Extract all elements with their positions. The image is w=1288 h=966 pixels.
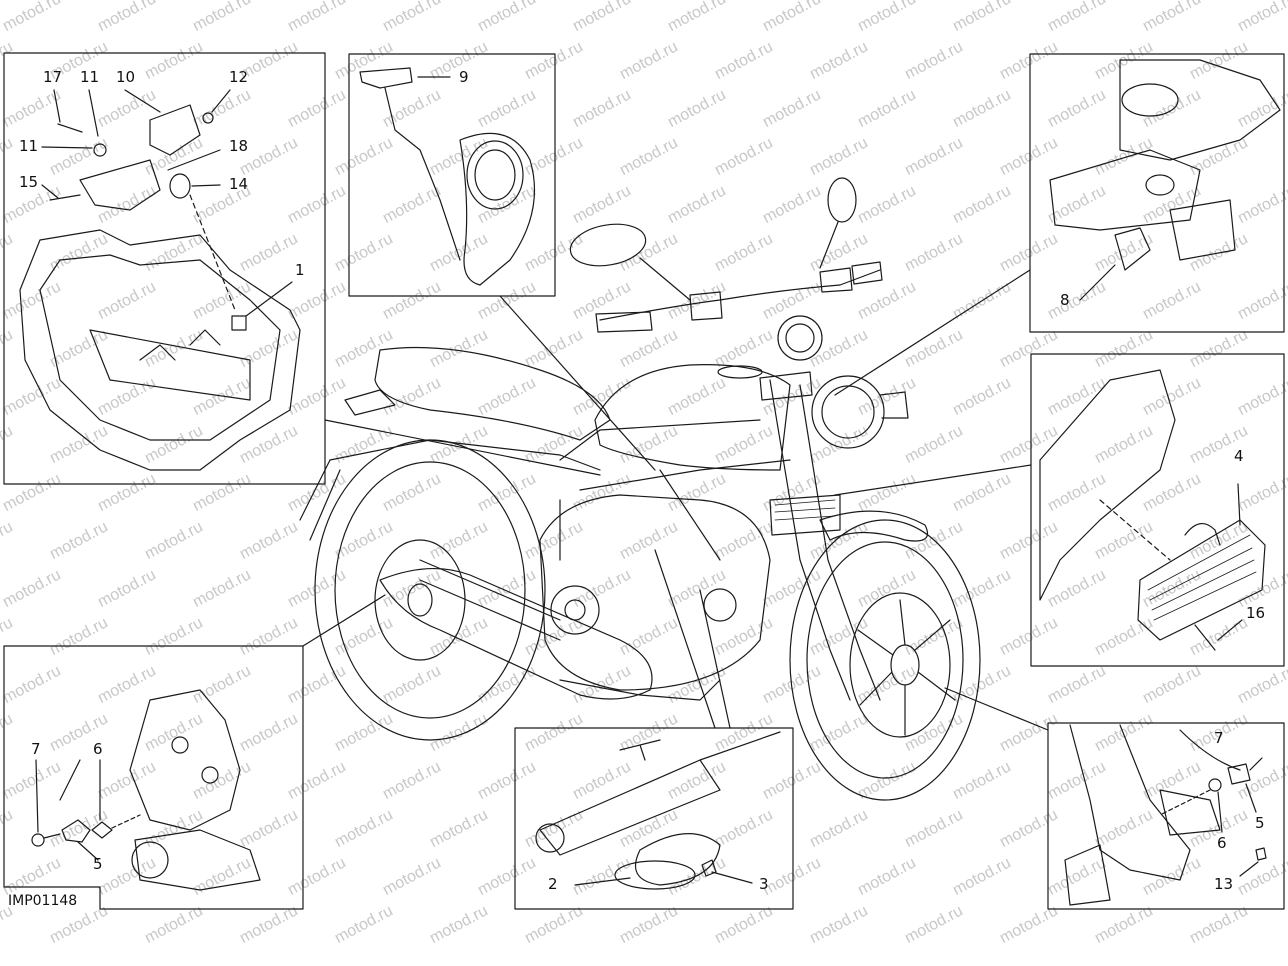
panel-2-frame <box>348 53 556 297</box>
panel-4-frame <box>1030 353 1285 667</box>
horn-2 <box>635 833 721 886</box>
fork-clamp <box>759 371 813 401</box>
engine <box>539 494 771 691</box>
frame <box>559 419 791 561</box>
mount-bracket <box>79 159 161 211</box>
callout-7: 7 <box>31 740 41 758</box>
screw-7 <box>31 833 45 847</box>
callout-14: 14 <box>229 175 249 193</box>
callout-11: 11 <box>80 68 100 86</box>
throttle-body <box>459 132 536 286</box>
triple-clamp <box>1049 149 1201 231</box>
bracket-8 <box>1114 227 1151 271</box>
panel-battery-tray <box>3 52 601 485</box>
fuel-tank <box>594 364 791 471</box>
leader-line-panel-5 <box>302 594 386 647</box>
callout-5: 5 <box>93 855 103 873</box>
panel-6-frame <box>514 727 794 910</box>
abs-sensor-5 <box>61 819 91 843</box>
battery-tray <box>19 229 301 471</box>
callout-12: 12 <box>229 68 249 86</box>
leader-line-panel-4 <box>834 464 1032 496</box>
callout-7: 7 <box>1214 729 1224 747</box>
callout-6: 6 <box>1217 834 1227 852</box>
instrument-cluster <box>777 315 823 361</box>
panel-rear-abs-sensor <box>3 594 386 910</box>
screw-3 <box>701 859 717 877</box>
headlight <box>811 375 885 449</box>
right-mirror <box>827 177 857 223</box>
seat <box>374 346 611 441</box>
panel-front-abs-sensor <box>944 687 1285 910</box>
rear-brake-disc <box>374 539 466 661</box>
exhaust-silencer <box>379 568 653 700</box>
spacer-6 <box>91 821 113 839</box>
panel-3-frame <box>1029 53 1285 333</box>
callout-18: 18 <box>229 137 249 155</box>
panel-1-frame <box>3 52 326 485</box>
leader-line-panel-3 <box>834 269 1031 396</box>
spacer-6-front <box>1208 778 1222 792</box>
leader-line-panel-6a <box>699 589 731 729</box>
abs-sensor-5-front <box>1227 763 1251 785</box>
panel-5-frame <box>3 645 304 910</box>
callout-8: 8 <box>1060 291 1070 309</box>
nut-13 <box>1255 847 1267 861</box>
leader-line-panel-2 <box>499 295 656 471</box>
panel-throttle-sensor <box>348 53 656 471</box>
leader-line-panel-6b <box>654 549 716 729</box>
callout-11: 11 <box>19 137 39 155</box>
callout-10: 10 <box>116 68 136 86</box>
callout-2: 2 <box>548 875 558 893</box>
callout-17: 17 <box>43 68 63 86</box>
leader-line-panel-1 <box>324 419 601 476</box>
rear-caliper <box>129 689 241 831</box>
callout-13: 13 <box>1214 875 1234 893</box>
callout-6: 6 <box>93 740 103 758</box>
panel-regulator <box>834 353 1285 667</box>
panel-7-frame <box>1047 722 1285 910</box>
callout-15: 15 <box>19 173 39 191</box>
rear-turn-signal <box>344 389 396 416</box>
leader-line-panel-7 <box>944 687 1049 731</box>
panel-triple-clamp <box>834 53 1285 396</box>
callout-16: 16 <box>1246 604 1266 622</box>
callout-9: 9 <box>459 68 469 86</box>
front-wheel-tire <box>789 519 981 801</box>
panel-horn <box>514 549 794 910</box>
callout-5: 5 <box>1255 814 1265 832</box>
sensor-10 <box>149 104 201 156</box>
sensor-9 <box>359 67 413 89</box>
regulator-4 <box>1137 519 1266 641</box>
callout-1: 1 <box>295 261 305 279</box>
callout-3: 3 <box>759 875 769 893</box>
left-mirror <box>569 223 647 267</box>
callout-4: 4 <box>1234 447 1244 465</box>
grommet-14 <box>169 173 191 199</box>
drawing-code-label: IMP01148 <box>8 893 78 909</box>
front-brake-disc <box>849 592 951 738</box>
